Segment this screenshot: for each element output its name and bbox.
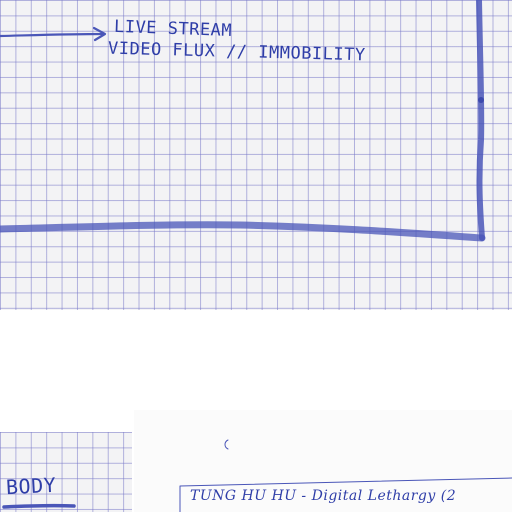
grid-paper-bottom-left-sheet bbox=[0, 432, 132, 512]
note-body: BODY bbox=[5, 472, 57, 500]
note-live-stream: LIVE STREAM bbox=[113, 16, 233, 42]
arrow-right-icon bbox=[0, 26, 107, 42]
marker-dot bbox=[478, 97, 484, 103]
note-tung-hu-hu: TUNG HU HU - Digital Lethargy (2 bbox=[190, 488, 457, 504]
grid-paper-top-sheet bbox=[0, 0, 512, 310]
marker-frame-vertical-line bbox=[476, 0, 485, 241]
marker-frame-horizontal-line bbox=[0, 221, 486, 242]
plain-paper-bottom-right-sheet bbox=[134, 410, 512, 512]
